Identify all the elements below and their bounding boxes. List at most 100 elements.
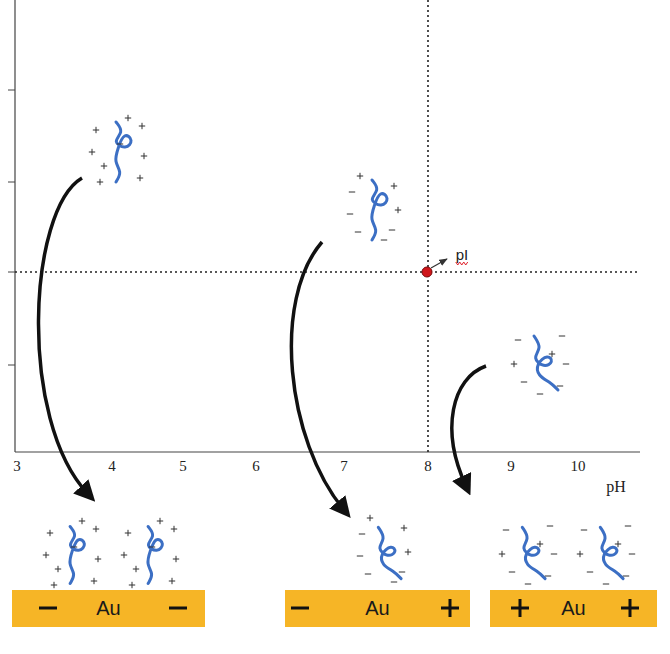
negative-charge <box>149 547 155 548</box>
positive-charge <box>537 541 543 547</box>
negative-charge <box>391 582 397 583</box>
negative-charge <box>357 556 363 557</box>
negative-charge <box>349 192 355 193</box>
negative-charge <box>559 336 565 337</box>
negative-charge <box>381 240 387 241</box>
electrode-label: Au <box>561 597 585 620</box>
positive-charge <box>125 115 131 121</box>
positive-charge <box>55 566 61 572</box>
negative-charge <box>117 144 123 145</box>
negative-charge <box>347 214 353 215</box>
positive-charge <box>89 149 95 155</box>
positive-charge <box>157 518 163 524</box>
negative-charge <box>525 584 531 585</box>
positive-pole <box>511 599 529 617</box>
axis-tick <box>8 365 15 366</box>
negative-charge <box>509 572 515 573</box>
y-axis <box>14 0 15 452</box>
positive-charge <box>97 179 103 185</box>
negative-charge <box>503 530 509 531</box>
positive-charge <box>137 175 143 181</box>
negative-charge <box>71 547 77 548</box>
positive-charge <box>169 578 175 584</box>
protein-chain <box>148 527 162 584</box>
positive-charge <box>357 173 363 179</box>
protein-chain <box>534 336 558 390</box>
positive-charge <box>93 127 99 133</box>
negative-pole <box>291 608 309 609</box>
negative-charge <box>355 232 361 233</box>
electrode-label: Au <box>96 597 120 620</box>
positive-charge <box>139 123 145 129</box>
positive-charge <box>133 566 139 572</box>
tick-label: 9 <box>507 458 515 475</box>
tick-label: 5 <box>179 458 187 475</box>
protein-chain <box>378 527 401 578</box>
positive-charge <box>401 525 407 531</box>
negative-charge <box>563 364 569 365</box>
gold-electrode: Au <box>490 590 657 627</box>
positive-charge <box>43 552 49 558</box>
negative-charge <box>603 584 609 585</box>
protein-chain <box>70 527 84 584</box>
positive-charge <box>101 163 107 169</box>
positive-pole <box>441 599 459 617</box>
transfer-arrow <box>452 366 486 486</box>
negative-charge <box>515 340 521 341</box>
positive-charge <box>615 541 621 547</box>
positive-charge <box>577 551 583 557</box>
positive-charge <box>47 530 53 536</box>
tick-label: 3 <box>13 458 21 475</box>
positive-pole <box>621 599 639 617</box>
negative-charge <box>545 576 551 577</box>
isoelectric-point <box>422 267 432 277</box>
negative-charge <box>587 572 593 573</box>
protein-chain <box>600 527 623 578</box>
positive-charge <box>129 582 135 588</box>
protein-chain <box>372 180 387 240</box>
axis-tick <box>8 182 15 183</box>
positive-charge <box>93 526 99 532</box>
tick-label: 6 <box>252 458 260 475</box>
positive-charge <box>499 551 505 557</box>
pi-line <box>427 0 429 452</box>
negative-charge <box>557 386 563 387</box>
negative-charge <box>521 382 527 383</box>
positive-charge <box>121 552 127 558</box>
axis-title: pH <box>606 478 626 496</box>
positive-charge <box>125 530 131 536</box>
negative-charge <box>581 530 587 531</box>
positive-charge <box>549 351 555 357</box>
positive-charge <box>511 361 517 367</box>
negative-charge <box>389 230 395 231</box>
negative-pole <box>39 608 57 609</box>
negative-charge <box>547 526 553 527</box>
positive-charge <box>395 207 401 213</box>
zero-charge-line <box>15 271 640 273</box>
tick-label: 7 <box>340 458 348 475</box>
tick-label: 4 <box>108 458 116 475</box>
negative-charge <box>629 554 635 555</box>
tick-label: 8 <box>424 458 432 475</box>
axis-tick <box>8 272 15 273</box>
transfer-arrow <box>38 178 88 494</box>
negative-charge <box>551 554 557 555</box>
tick-label: 10 <box>571 458 586 475</box>
positive-charge <box>171 526 177 532</box>
negative-charge <box>359 534 365 535</box>
positive-charge <box>95 556 101 562</box>
negative-charge <box>365 574 371 575</box>
positive-charge <box>51 582 57 588</box>
negative-pole <box>169 608 187 609</box>
positive-charge <box>391 183 397 189</box>
gold-electrode: Au <box>285 590 470 627</box>
protein-chain <box>522 527 545 578</box>
transfer-arrow <box>291 242 344 510</box>
positive-charge <box>79 518 85 524</box>
negative-charge <box>623 576 629 577</box>
positive-charge <box>367 515 373 521</box>
